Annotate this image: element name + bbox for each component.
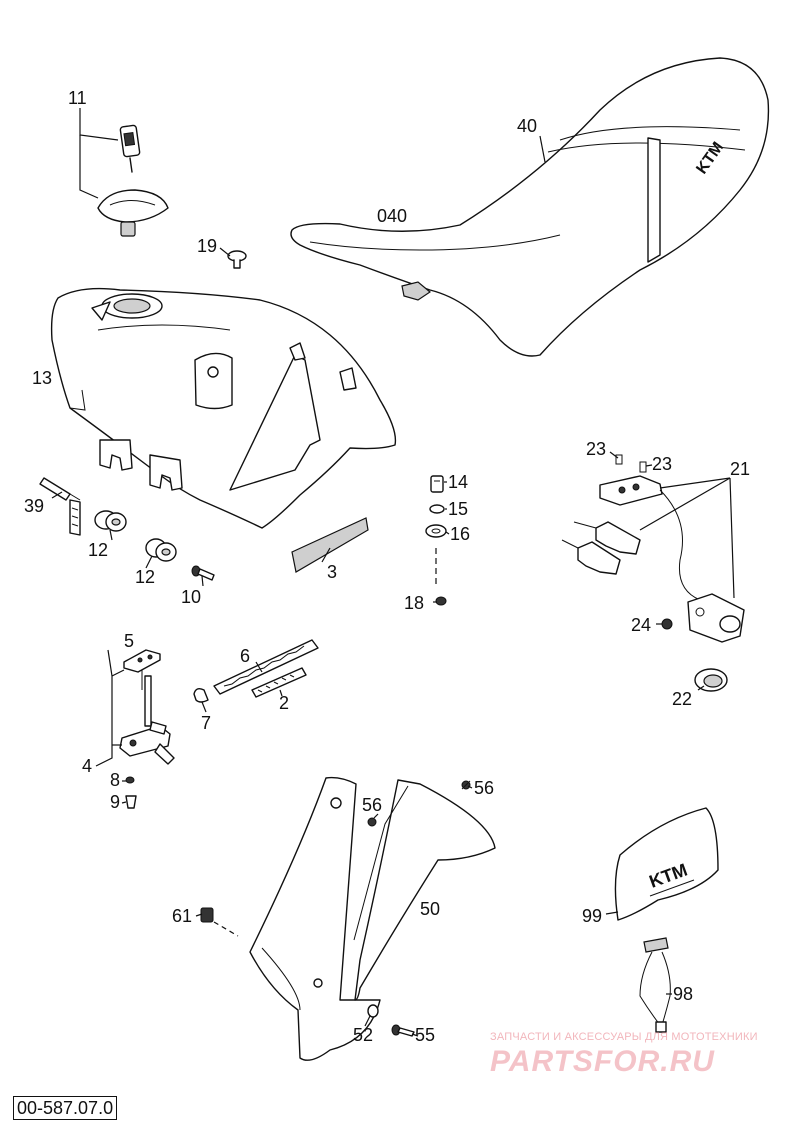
clamp-7-drawing — [193, 687, 209, 703]
watermark-tagline: ЗАПЧАСТИ И АКСЕССУАРЫ ДЛЯ МОТОТЕХНИКИ — [490, 1031, 758, 1043]
screw-56a-drawing — [461, 780, 471, 790]
label-040: 040 — [377, 206, 407, 226]
side-panel-drawing — [249, 776, 496, 1061]
label-4: 4 — [82, 756, 92, 776]
leader-lines — [51, 108, 735, 1037]
decal-99-drawing: KTM — [614, 807, 719, 921]
watermark-logo: PARTSFOR.RU — [490, 1045, 715, 1078]
label-10: 10 — [181, 587, 201, 607]
label-12a: 12 — [88, 540, 108, 560]
label-56a: 56 — [474, 778, 494, 798]
label-24: 24 — [631, 615, 651, 635]
fuel-cap-drawing — [97, 124, 169, 237]
label-9: 9 — [110, 792, 120, 812]
screw-19-drawing — [227, 250, 247, 269]
label-3: 3 — [327, 562, 337, 582]
label-16: 16 — [450, 524, 470, 544]
part-labels: 11 40 040 19 13 39 12 12 10 3 14 15 16 1… — [24, 88, 750, 1045]
label-21: 21 — [730, 459, 750, 479]
bushing-12a-drawing — [94, 510, 127, 532]
label-6: 6 — [240, 646, 250, 666]
foam-strip-drawing — [291, 517, 369, 573]
label-12b: 12 — [135, 567, 155, 587]
label-13: 13 — [32, 368, 52, 388]
label-99: 99 — [582, 906, 602, 926]
label-22: 22 — [672, 689, 692, 709]
clip-61-drawing — [200, 907, 214, 923]
label-56b: 56 — [362, 795, 382, 815]
label-52: 52 — [353, 1025, 373, 1045]
washer-16-drawing — [425, 524, 447, 538]
strap-98-drawing — [639, 937, 671, 1033]
label-8: 8 — [110, 770, 120, 790]
hose-6-drawing — [213, 639, 319, 695]
label-39: 39 — [24, 496, 44, 516]
hose-2-drawing — [251, 667, 307, 698]
label-61: 61 — [172, 906, 192, 926]
label-11: 11 — [68, 88, 87, 108]
label-98: 98 — [673, 984, 693, 1004]
label-19: 19 — [197, 236, 217, 256]
screw-56b-drawing — [367, 817, 377, 827]
diagram-code: 00-587.07.0 — [13, 1096, 118, 1120]
seat-drawing: KTM — [290, 57, 770, 357]
fuel-tank-drawing — [50, 287, 397, 529]
label-50: 50 — [420, 899, 440, 919]
label-23a: 23 — [586, 439, 606, 459]
bushing-12b-drawing — [145, 538, 177, 562]
ignition-lock-drawing — [561, 454, 745, 692]
screw-55-drawing — [391, 1024, 415, 1037]
label-23b: 23 — [652, 454, 672, 474]
label-5: 5 — [124, 631, 134, 651]
bolt-39-drawing — [39, 477, 81, 536]
label-55: 55 — [415, 1025, 435, 1045]
fuel-tap-drawing — [119, 649, 175, 809]
label-18: 18 — [404, 593, 424, 613]
bolt-14-drawing — [430, 475, 444, 493]
label-15: 15 — [448, 499, 468, 519]
nut-52-drawing — [367, 1004, 379, 1018]
label-2: 2 — [279, 693, 289, 713]
washer-15-drawing — [429, 504, 445, 514]
label-14: 14 — [448, 472, 468, 492]
label-40: 40 — [517, 116, 537, 136]
bolt-10-drawing — [191, 565, 215, 581]
label-7: 7 — [201, 713, 211, 733]
nut-18-drawing — [435, 596, 447, 606]
